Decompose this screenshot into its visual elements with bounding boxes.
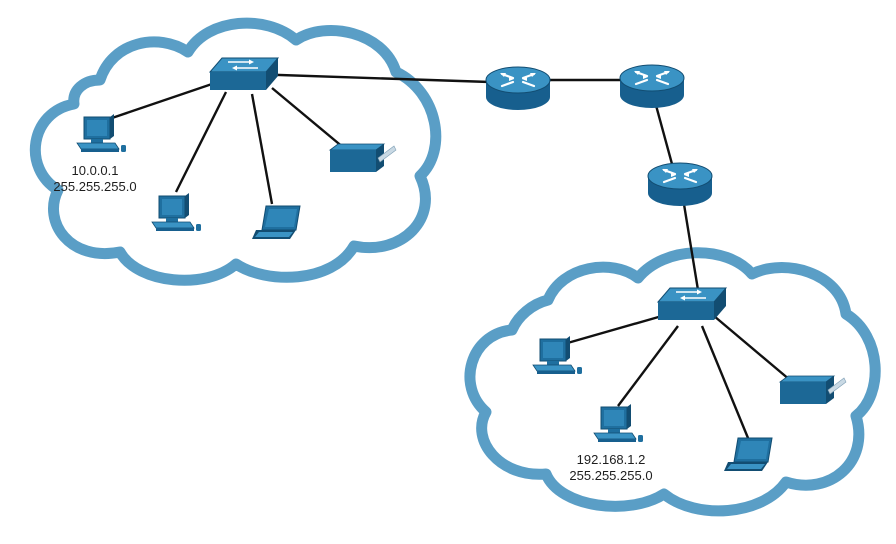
left-host-ip-label: 10.0.0.1 (72, 163, 119, 178)
right-host-ip-label: 192.168.1.2 (577, 452, 646, 467)
cloud-icon (464, 247, 881, 517)
router-icon (618, 63, 686, 110)
right-host-mask-label: 255.255.255.0 (569, 468, 652, 483)
cloud-icon (29, 17, 442, 286)
switch-icon (657, 287, 727, 321)
router-icon (484, 65, 552, 112)
switch-icon (209, 57, 279, 91)
router-icon (646, 161, 714, 208)
left-host-mask-label: 255.255.255.0 (53, 179, 136, 194)
network-links (111, 72, 791, 439)
